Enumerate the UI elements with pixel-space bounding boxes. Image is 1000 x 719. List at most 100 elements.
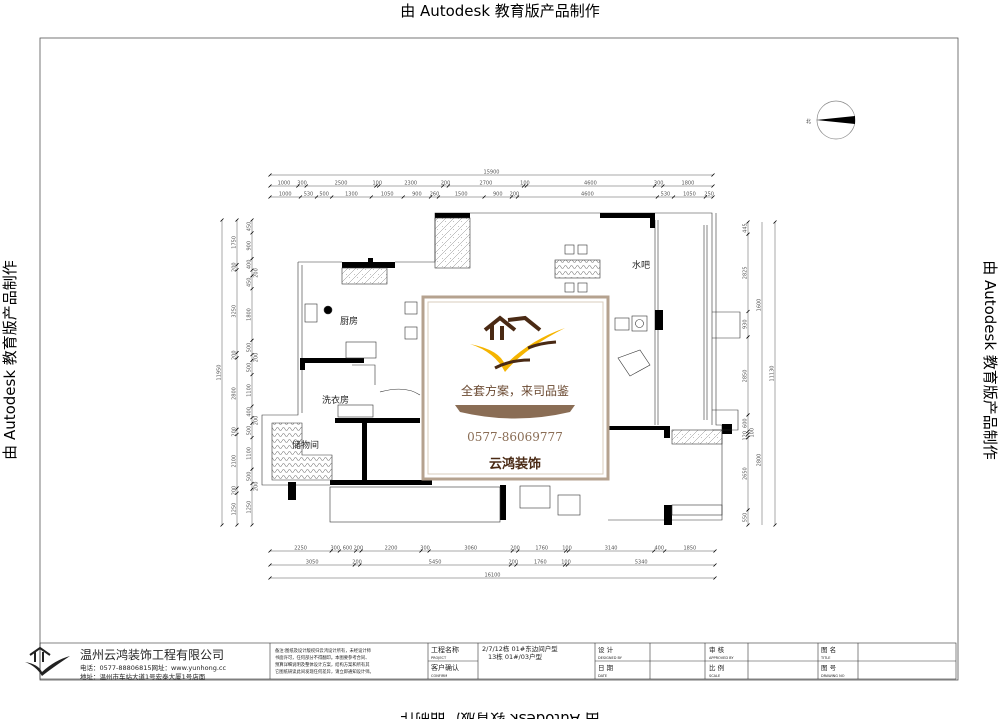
right-dim-total-label: 11130 [770,366,776,382]
ornament [455,405,575,419]
room-label-water-bar: 水吧 [632,259,650,271]
shower-area [434,217,471,269]
watermark-left: 由 Autodesk 教育版产品制作 [1,260,19,460]
approved-label-en: APPROVED BY [709,656,734,660]
drawing-no-label: 图 号 [821,664,837,672]
top-dim-row2-tick [509,195,514,199]
left-dim-outer-tick [235,350,239,355]
bar-table [554,259,601,279]
left-dim-outer-label: 2100 [232,455,238,468]
bottom-dim-row2-label: 200 [352,560,362,566]
top-dim-row2-label: 530 [661,192,671,198]
bottom-dim-row1-label: 3060 [464,546,477,552]
left-dim-inner-label: 500 [247,343,253,353]
left-dim-inner-label: 1250 [247,501,253,514]
right-dim-inner-tick [746,309,750,314]
top-dim-row2-tick [428,195,433,199]
top-dim-row2-tick [298,195,303,199]
right-dim-inner-label: 930 [743,319,749,329]
right-dim-inner-label: 445 [743,223,749,233]
bottom-dim-row1-tick [359,549,363,553]
left-dim-inner-tick [250,487,254,491]
advert-card: 全套方案，来司品鉴 0577-86069777 云鸿装饰 [421,295,610,481]
left-dim-inner-tick [250,481,254,486]
north-label: 北 [806,118,811,125]
right-dim-total-tick [773,523,777,527]
left-dim-inner-label: 200 [254,353,260,363]
watermark-bottom: 由 Autodesk 教育版产品制作 [400,710,600,719]
right-dim-mid-label: 2800 [757,454,763,467]
top-dim-row1-tick [440,184,445,188]
stove [323,305,333,315]
left-dim-inner-tick [250,256,254,261]
top-dim-row2-tick [515,195,520,199]
bottom-dim-total-label: 16100 [485,573,501,579]
top-dim-row1-tick [374,184,378,188]
left-dim-inner-tick [250,467,254,471]
top-dim-row2-label: 1300 [345,192,358,198]
top-dim-row2-tick [314,195,319,199]
left-dim-inner-tick [250,415,254,420]
top-dim-row1-label: 4600 [584,181,597,187]
left-dim-inner-label: 200 [254,268,260,278]
designed-label-en: DESIGNED BY [598,656,623,660]
bottom-dim-row2-tick [508,563,513,567]
top-dim-row2-tick [268,195,272,199]
brand-logo [470,315,565,372]
top-dim-row2-tick [329,195,334,199]
right-dim-inner-label: 2850 [743,370,749,383]
left-dim-inner-label: 200 [254,482,260,492]
top-dim-row2-tick [401,195,405,199]
left-dim-inner-label: 200 [254,416,260,426]
left-dim-inner-tick [250,352,254,357]
fridge [345,341,377,359]
right-dim-inner-tick [746,335,750,339]
left-dim-outer-label: 3250 [232,305,238,318]
top-dim-row1-tick [711,184,715,188]
left-dim-inner-label: 400 [247,260,253,270]
west-wall [261,262,330,486]
room-label-storage: 储物间 [292,439,319,451]
bottom-dim-row2-label: 3050 [306,560,319,566]
left-dim-total-label: 11950 [217,365,223,381]
advert-brand: 云鸿装饰 [489,456,541,472]
confirm-label: 客户确认 [431,663,459,672]
bottom-dim-row2-tick [713,563,717,567]
left-dim-inner-tick [250,372,254,377]
left-dim-outer-tick [235,262,239,267]
left-dim-outer-tick [235,427,239,432]
left-dim-inner-tick [250,358,254,363]
top-dim-row1-tick [446,184,451,188]
top-dim-total-tick [268,173,272,177]
left-dim-inner-label: 500 [247,472,253,482]
advert-slogan: 全套方案，来司品鉴 [461,383,569,398]
advert-phone: 0577-86069777 [467,430,563,444]
top-dim-row2-tick [482,195,486,199]
top-dim-row2-label: 250 [704,192,714,198]
top-dim-row2-label: 1000 [279,192,292,198]
sheet-border [39,37,959,681]
bottom-dim-row1-label: 300 [420,546,430,552]
top-dim-row1-label: 300 [297,181,307,187]
top-dim-row1-tick [661,184,665,188]
left-dim-total-tick [220,523,224,527]
left-dim-outer-label: 200 [232,486,238,496]
left-dim-outer-label: 1250 [232,503,238,516]
right-dim-inner-label: 120 [743,431,749,441]
bottom-dim-row1-tick [516,549,520,553]
company-address: 地址：温州市车站大道1号宏泰大厦1号店面 [80,672,206,681]
left-dim-outer-tick [235,356,239,360]
left-dim-inner-tick [250,404,254,408]
right-dim-total-tick [773,220,777,224]
left-dim-inner-label: 400 [247,407,253,417]
left-dim-inner-label: 1100 [247,384,253,397]
left-dim-inner-tick [250,523,254,527]
project-value: 2/7/12栋 01#东边间户型 [482,644,558,653]
top-dim-row2-tick [711,195,715,199]
title-label: 图 名 [821,645,836,654]
structural-walls [288,213,732,525]
bottom-dim-row2-tick [268,563,272,567]
drawing-no-label-en: DRAWING NO [821,674,845,678]
top-dim-row1-tick [652,184,657,188]
